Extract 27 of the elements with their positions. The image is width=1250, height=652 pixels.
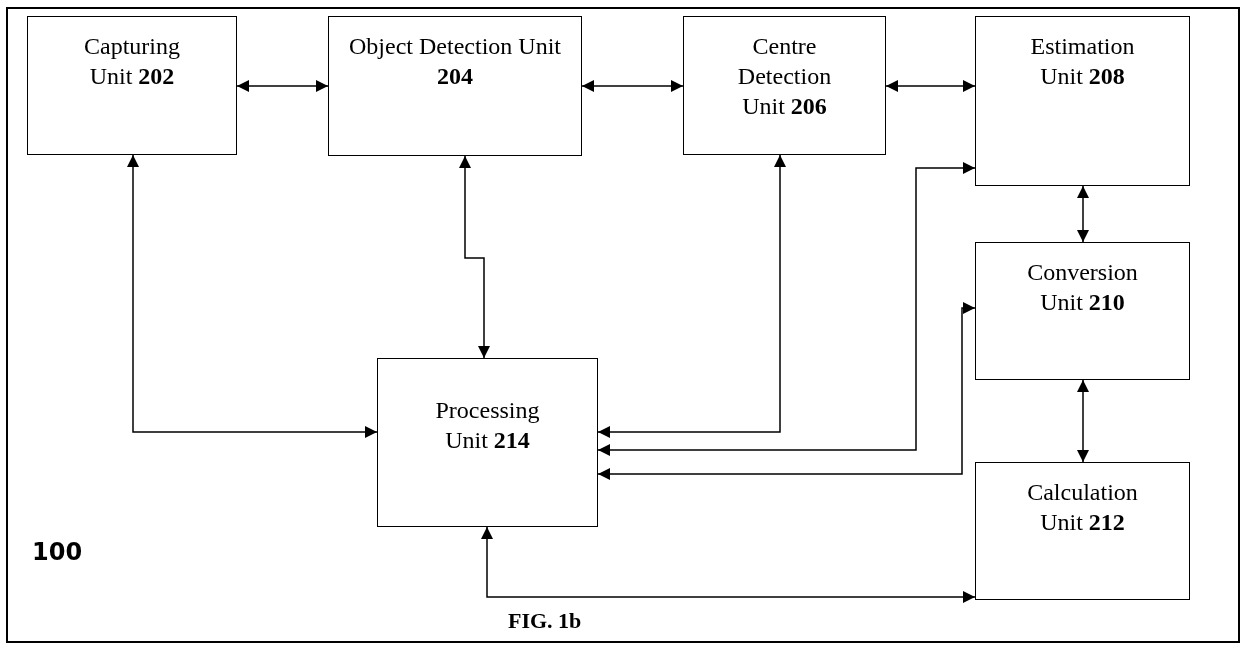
unit-label: Conversion Unit 210 [1026, 258, 1139, 317]
arrow [597, 302, 976, 480]
figure-caption: FIG. 1b [508, 608, 582, 634]
arrow [597, 162, 976, 456]
unit-label: Centre Detection Unit 206 [736, 32, 833, 121]
reference-numeral: 100 [32, 538, 83, 566]
unit-box [975, 462, 1190, 600]
unit-label: Estimation Unit 208 [1029, 32, 1136, 91]
arrow [1077, 185, 1089, 243]
unit-box [328, 16, 582, 156]
arrow [581, 80, 684, 92]
arrow [597, 154, 786, 438]
arrow [236, 80, 329, 92]
unit-label: Calculation Unit 212 [1026, 478, 1139, 537]
unit-box [975, 242, 1190, 380]
unit-box [683, 16, 886, 155]
unit-label: Processing Unit 214 [434, 396, 541, 455]
arrow [127, 154, 378, 438]
arrow [1077, 379, 1089, 463]
arrow [885, 80, 976, 92]
arrow [459, 155, 490, 359]
unit-label: Capturing Unit 202 [83, 32, 181, 91]
arrow [481, 526, 976, 603]
unit-label: Object Detection Unit 204 [348, 32, 562, 91]
unit-box [27, 16, 237, 155]
unit-box [377, 358, 598, 527]
unit-box [975, 16, 1190, 186]
